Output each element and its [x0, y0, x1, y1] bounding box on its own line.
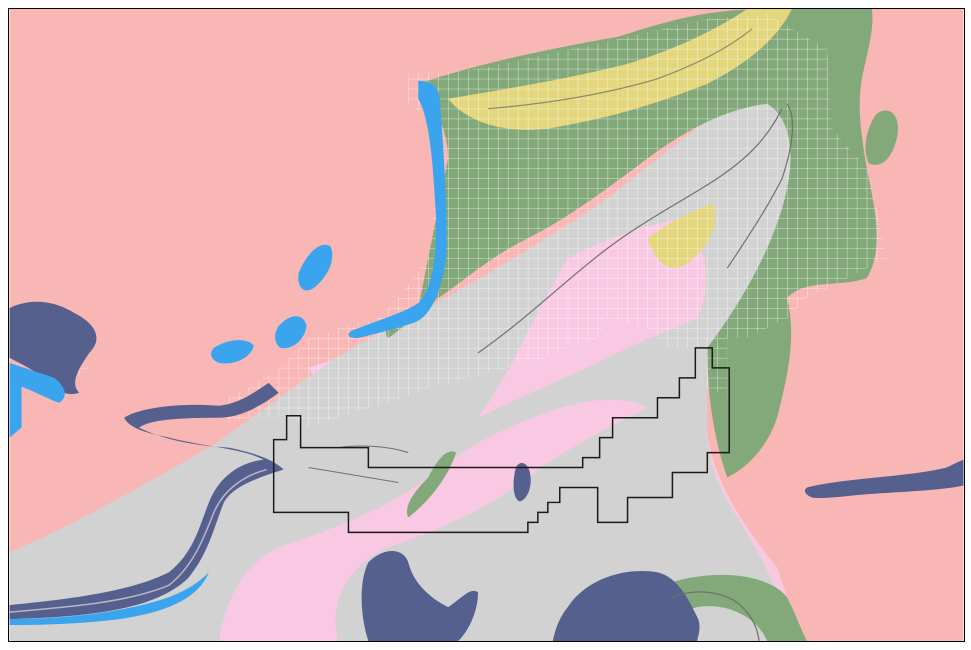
- map-frame: [8, 8, 965, 642]
- lake-small-3: [275, 316, 307, 349]
- lake-center: [513, 462, 531, 502]
- lake-small-1: [298, 244, 333, 291]
- fault-line-2: [726, 103, 794, 269]
- lake-east: [804, 459, 964, 498]
- river-channel-west: [9, 468, 267, 613]
- green-unit-east: [707, 298, 792, 478]
- fault-line-1: [477, 108, 783, 354]
- lake-west-shore: [9, 372, 22, 438]
- geologic-map[interactable]: [9, 9, 964, 641]
- lake-west-light: [9, 362, 65, 403]
- study-area-outline[interactable]: [272, 347, 730, 534]
- lake-west: [9, 301, 97, 395]
- shoreline-north: [348, 80, 447, 339]
- river-west-edge: [9, 572, 209, 626]
- river-channel-south: [672, 591, 760, 641]
- lake-small-2: [211, 340, 254, 364]
- lake-south-2: [552, 570, 700, 641]
- lake-south-1: [361, 551, 479, 641]
- river-west: [9, 382, 284, 620]
- fault-line-3: [487, 28, 753, 110]
- green-unit-island: [865, 110, 898, 165]
